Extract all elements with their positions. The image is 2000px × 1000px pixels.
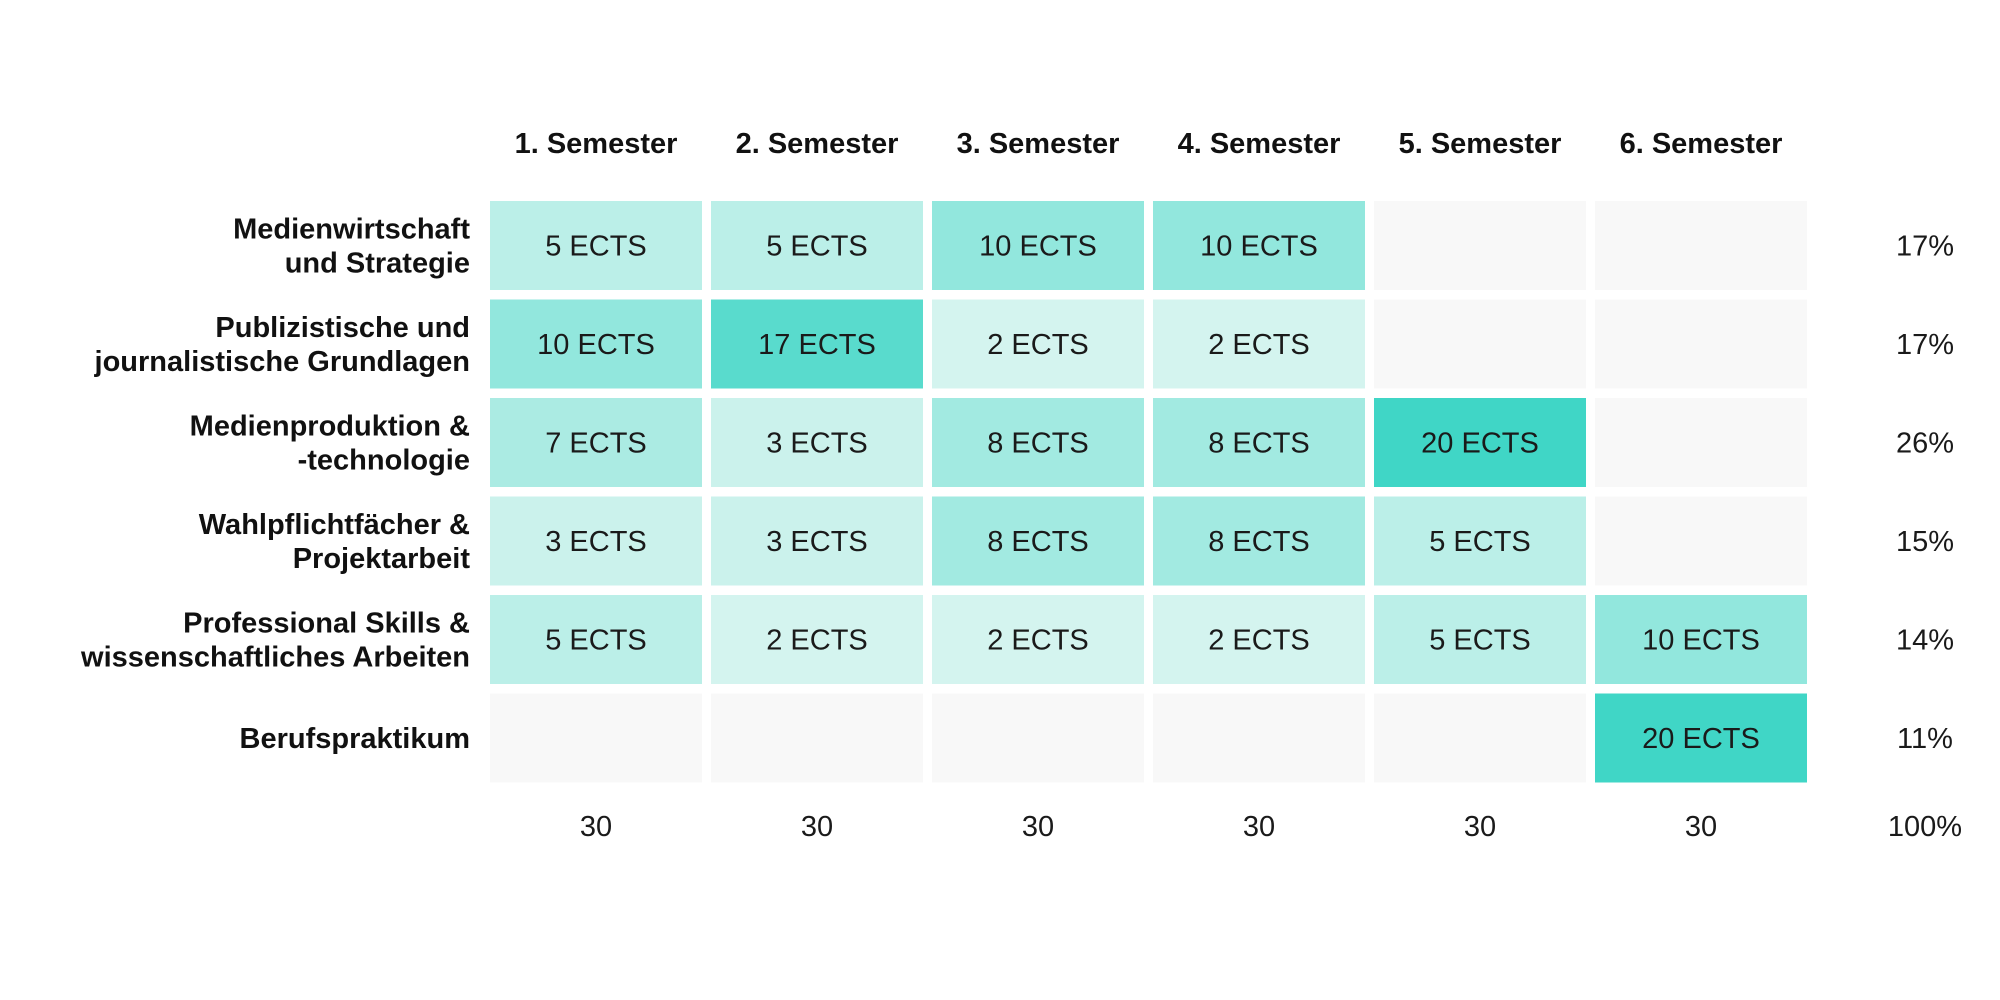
cell-value-label: 2 ECTS: [1208, 329, 1310, 361]
column-total-label: 30: [1243, 811, 1275, 843]
heatmap-cell: [932, 398, 1144, 487]
heatmap-cell: [932, 201, 1144, 290]
row-share-label: 17%: [1896, 231, 1954, 263]
heatmap-cell: [1595, 595, 1807, 684]
row-label: und Strategie: [285, 248, 470, 280]
heatmap-cell: [711, 398, 923, 487]
heatmap-cell-empty: [711, 693, 923, 783]
cell-value-label: 10 ECTS: [1200, 231, 1318, 263]
cell-value-label: 3 ECTS: [766, 428, 868, 460]
column-header: 5. Semester: [1399, 128, 1562, 160]
heatmap-cell: [1153, 299, 1365, 389]
heatmap-cell: [1153, 595, 1365, 684]
total-share-label: 100%: [1888, 811, 1962, 843]
cell-value-label: 8 ECTS: [1208, 526, 1310, 558]
cell-value-label: 2 ECTS: [987, 329, 1089, 361]
heatmap-cell: [1374, 496, 1586, 586]
heatmap-cell: [490, 201, 702, 290]
heatmap-cell-empty: [932, 693, 1144, 783]
heatmap-cell: [490, 299, 702, 389]
heatmap-cell: [1153, 201, 1365, 290]
row-share-label: 15%: [1896, 526, 1954, 558]
heatmap-cell: [711, 595, 923, 684]
heatmap-cell: [1153, 398, 1365, 487]
heatmap-cell-empty: [1374, 693, 1586, 783]
cell-value-label: 17 ECTS: [758, 329, 876, 361]
column-total-label: 30: [1464, 811, 1496, 843]
column-header: 6. Semester: [1620, 128, 1783, 160]
cell-value-label: 5 ECTS: [1429, 625, 1531, 657]
cell-value-label: 10 ECTS: [1642, 625, 1760, 657]
heatmap-cell: [711, 299, 923, 389]
cell-value-label: 5 ECTS: [545, 231, 647, 263]
cell-value-label: 3 ECTS: [545, 526, 647, 558]
heatmap-cell: [1153, 496, 1365, 586]
cell-value-label: 20 ECTS: [1642, 723, 1760, 755]
row-share-label: 17%: [1896, 329, 1954, 361]
row-label: Berufspraktikum: [240, 723, 470, 755]
row-share-label: 11%: [1897, 723, 1953, 755]
cell-value-label: 10 ECTS: [537, 329, 655, 361]
row-label: Medienproduktion &: [190, 411, 470, 443]
heatmap-cell: [1374, 595, 1586, 684]
heatmap-cell-empty: [1595, 398, 1807, 487]
row-label: journalistische Grundlagen: [94, 346, 470, 378]
column-header: 3. Semester: [957, 128, 1120, 160]
row-label: Wahlpflichtfächer &: [199, 509, 470, 541]
row-label: wissenschaftliches Arbeiten: [80, 642, 470, 674]
column-header: 4. Semester: [1178, 128, 1341, 160]
cell-value-label: 20 ECTS: [1421, 428, 1539, 460]
cell-value-label: 5 ECTS: [766, 231, 868, 263]
row-share-label: 14%: [1896, 625, 1954, 657]
column-header: 1. Semester: [515, 128, 678, 160]
heatmap-cell-empty: [1595, 201, 1807, 290]
heatmap-cell: [490, 595, 702, 684]
column-total-label: 30: [580, 811, 612, 843]
heatmap-cell-empty: [1374, 299, 1586, 389]
row-share-label: 26%: [1896, 428, 1954, 460]
column-total-label: 30: [801, 811, 833, 843]
heatmap-cell-empty: [1153, 693, 1365, 783]
heatmap-cell: [711, 201, 923, 290]
heatmap-cell: [932, 496, 1144, 586]
heatmap-cell-empty: [1374, 201, 1586, 290]
heatmap-cell: [1595, 693, 1807, 783]
cell-value-label: 7 ECTS: [545, 428, 647, 460]
heatmap-cell-empty: [1595, 299, 1807, 389]
heatmap-cell: [1374, 398, 1586, 487]
row-label: Publizistische und: [215, 312, 470, 344]
cell-value-label: 5 ECTS: [545, 625, 647, 657]
cell-value-label: 8 ECTS: [1208, 428, 1310, 460]
column-total-label: 30: [1685, 811, 1717, 843]
row-label: Projektarbeit: [293, 543, 471, 575]
heatmap-cell: [932, 595, 1144, 684]
cell-value-label: 2 ECTS: [987, 625, 1089, 657]
heatmap-cell-empty: [1595, 496, 1807, 586]
cell-value-label: 8 ECTS: [987, 526, 1089, 558]
cell-value-label: 2 ECTS: [766, 625, 868, 657]
cell-value-label: 2 ECTS: [1208, 625, 1310, 657]
cell-value-label: 5 ECTS: [1429, 526, 1531, 558]
heatmap-cell-empty: [490, 693, 702, 783]
heatmap-cell: [932, 299, 1144, 389]
column-header: 2. Semester: [736, 128, 899, 160]
cell-value-label: 8 ECTS: [987, 428, 1089, 460]
row-label: Professional Skills &: [183, 608, 470, 640]
heatmap-cell: [490, 496, 702, 586]
cell-value-label: 3 ECTS: [766, 526, 868, 558]
heatmap-cell: [490, 398, 702, 487]
column-total-label: 30: [1022, 811, 1054, 843]
row-label: -technologie: [298, 445, 470, 477]
cell-value-label: 10 ECTS: [979, 231, 1097, 263]
row-label: Medienwirtschaft: [233, 214, 470, 246]
heatmap-cell: [711, 496, 923, 586]
